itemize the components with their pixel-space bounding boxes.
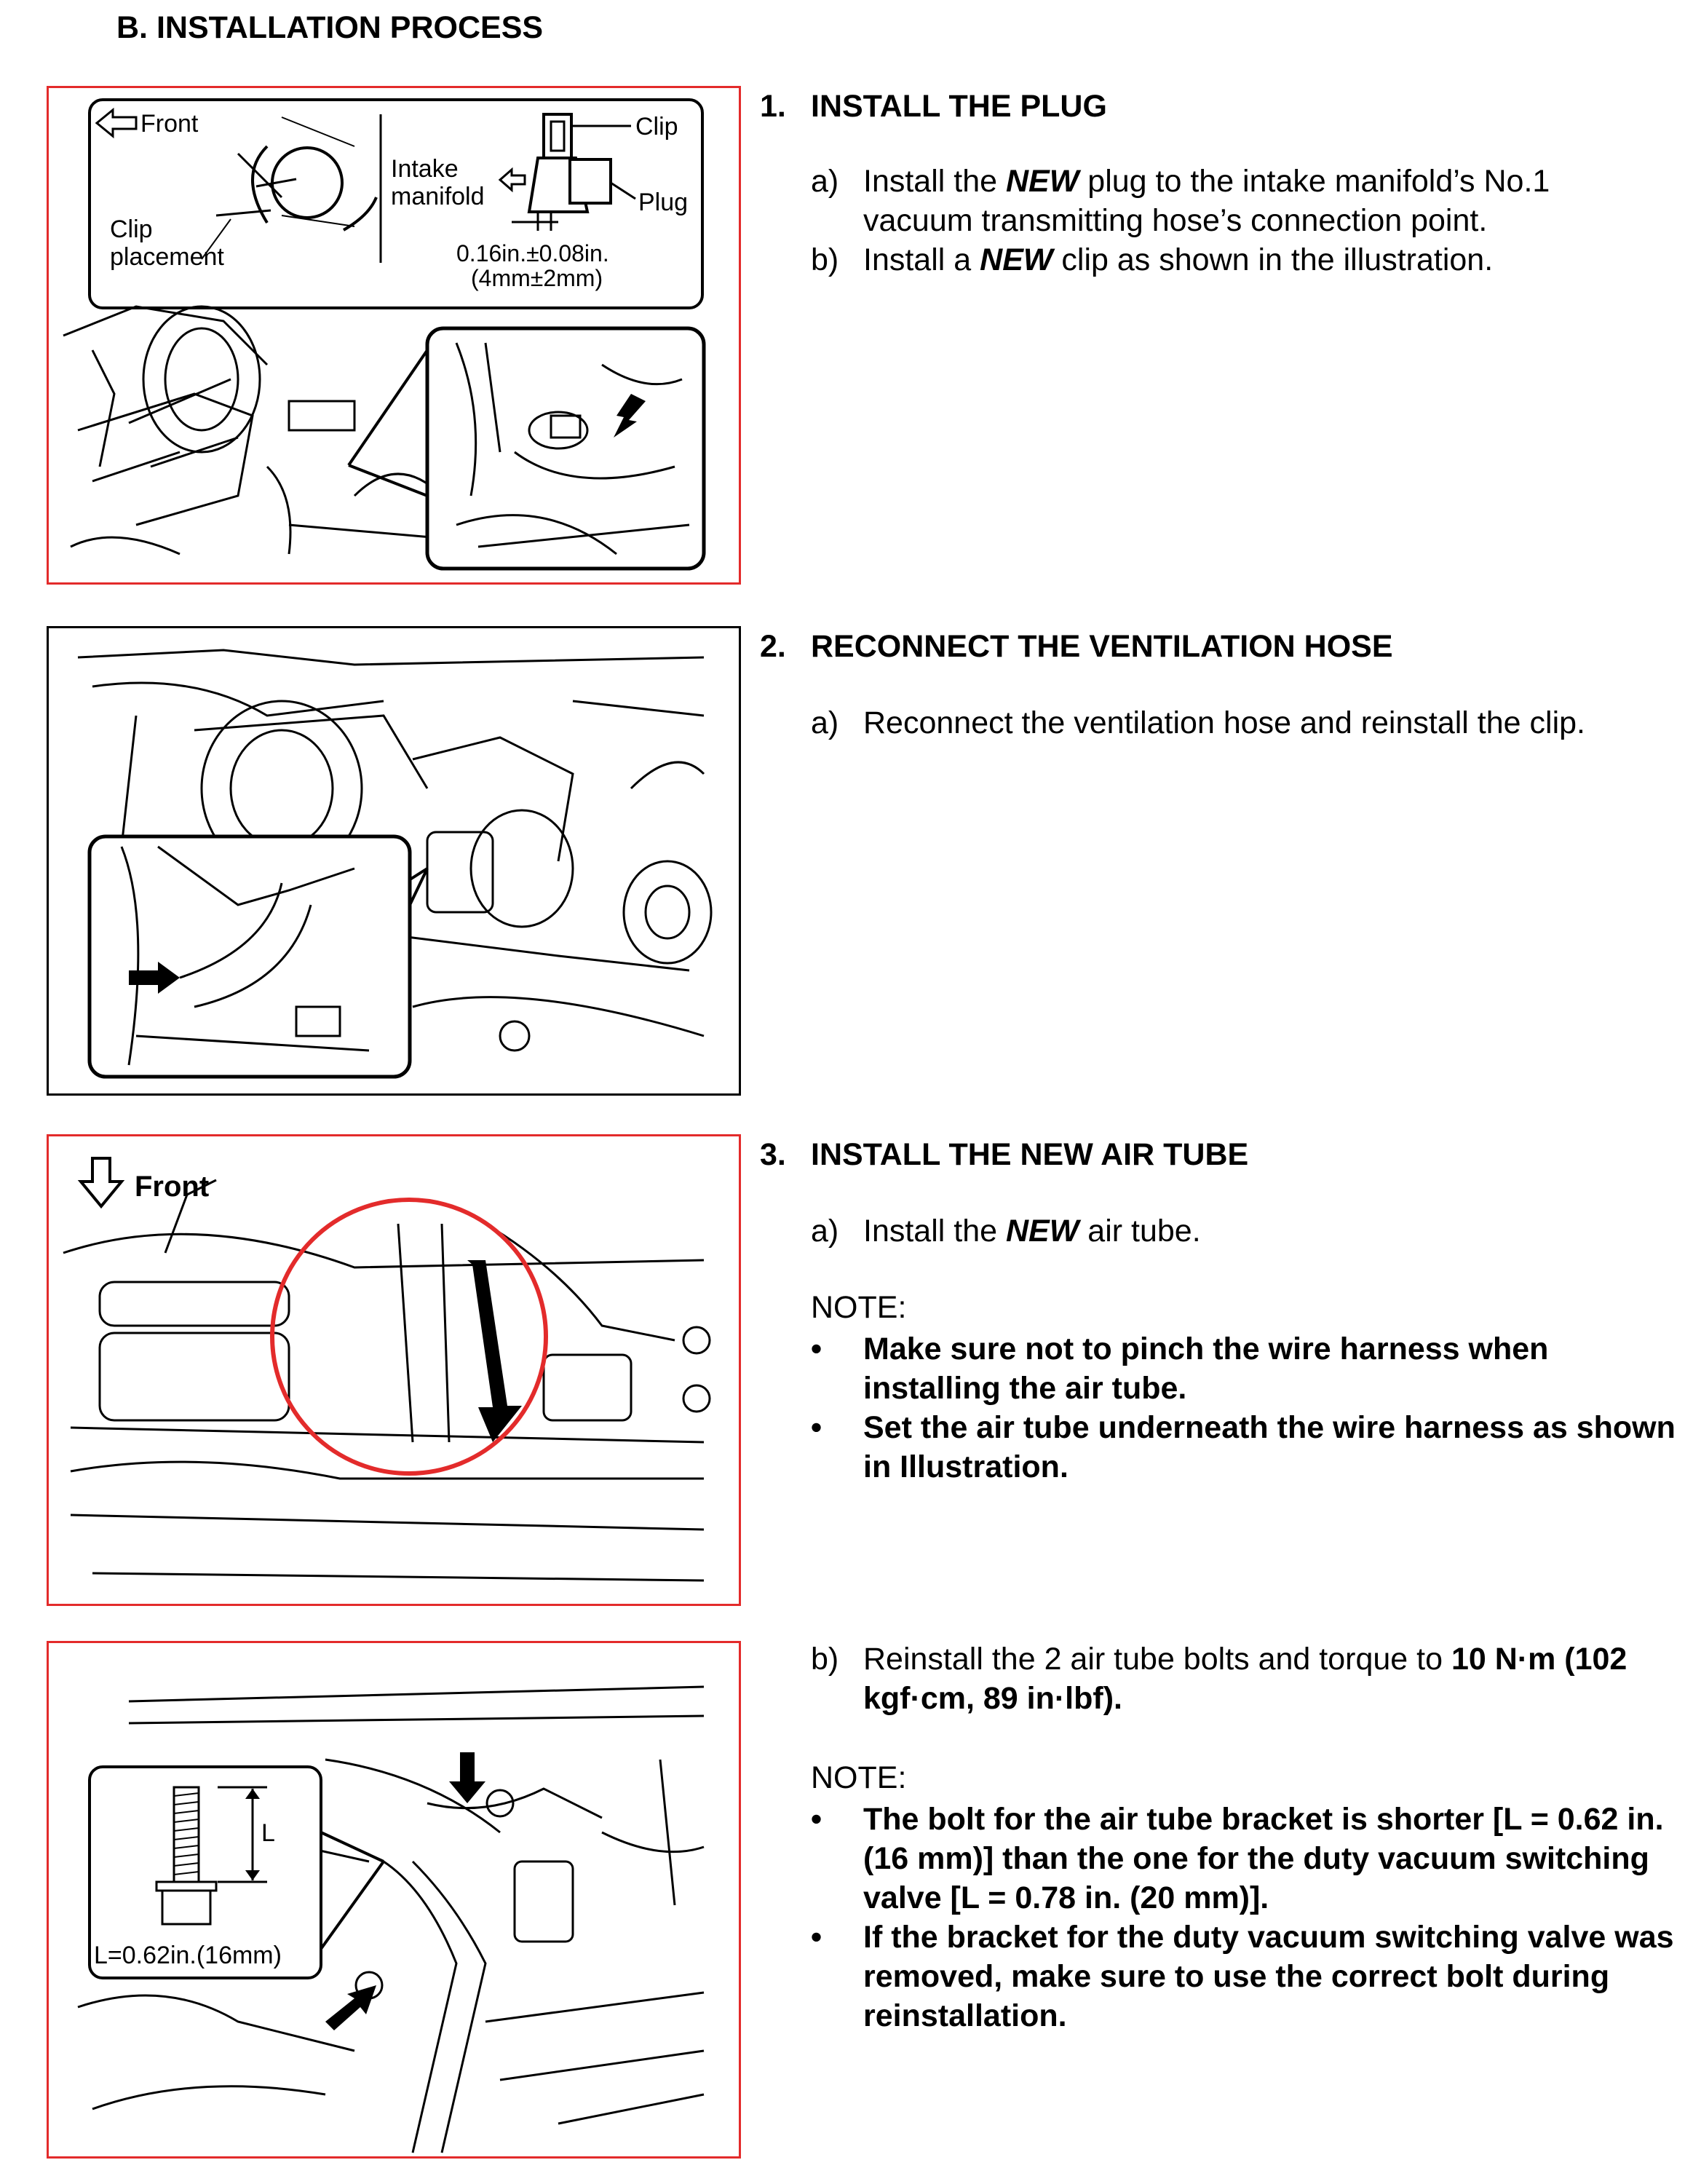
step-3b-text: Reinstall the 2 air tube bolts and torqu… [863, 1642, 1627, 1716]
step-2a-label: a) [811, 705, 839, 740]
step-3b-label: b) [811, 1642, 839, 1677]
step-2-title: RECONNECT THE VENTILATION HOSE [811, 629, 1393, 664]
front-arrow-icon [77, 1157, 125, 1209]
callout-arrow-icon [325, 1985, 376, 2030]
fig1-front-label: Front [140, 110, 199, 138]
step-1b-text: Install a NEW clip as shown in the illus… [863, 242, 1494, 277]
fig3-front-label: Front [135, 1171, 209, 1203]
fig1-intake-label: Intake [391, 155, 459, 183]
fig1-clip-callout: Clip [635, 113, 678, 141]
fig1-clip-label: Clip [110, 215, 153, 243]
step-2-number: 2. [760, 629, 786, 664]
figure-air-tube: Front [47, 1134, 741, 1606]
engine-line-art [63, 1179, 711, 1582]
step-1-number: 1. [760, 89, 786, 124]
step-3b-note-1-text: The bolt for the air tube bracket is sho… [863, 1802, 1664, 1915]
direction-arrow-icon [467, 1260, 522, 1442]
front-arrow-icon [95, 107, 138, 139]
figure-install-plug: Front Clip placement Intake manifold Cli… [47, 86, 741, 585]
step-2a: a) Reconnect the ventilation hose and re… [811, 703, 1648, 747]
step-3a-text: Install the NEW air tube. [863, 1214, 1201, 1249]
fig1-dim-label: 0.16in.±0.08in. [456, 240, 609, 266]
step-3a: a) Install the NEW air tube. [811, 1211, 1633, 1255]
svg-text:manifold: manifold [391, 183, 485, 210]
fig1-placement-label: placement [110, 243, 224, 271]
step-1b: b) Install a NEW clip as shown in the il… [811, 240, 1633, 284]
bolt-icon [155, 1786, 218, 1926]
step-3a-label: a) [811, 1214, 839, 1249]
step-1-title: INSTALL THE PLUG [811, 89, 1107, 124]
step-1a-label: a) [811, 164, 839, 199]
step-3-note-2: • Set the air tube underneath the wire h… [811, 1408, 1676, 1488]
engine-line-art [63, 305, 457, 555]
step-3-note-1: • Make sure not to pinch the wire harnes… [811, 1329, 1648, 1409]
bullet-icon: • [811, 1802, 822, 1837]
fig1-dim-mm-label: (4mm±2mm) [471, 265, 603, 291]
bullet-icon: • [811, 1920, 822, 1955]
fig1-plug-callout: Plug [638, 189, 688, 216]
step-3-note-2-text: Set the air tube underneath the wire har… [863, 1410, 1676, 1484]
step-3b-note-2: • If the bracket for the duty vacuum swi… [811, 1918, 1674, 2041]
step-3b-note-1: • The bolt for the air tube bracket is s… [811, 1800, 1664, 1923]
step-1b-label: b) [811, 242, 839, 277]
step-3b-note-heading: NOTE: [811, 1760, 907, 1795]
callout-arrow-icon [129, 962, 180, 994]
air-tube-illustration: Front [63, 1157, 711, 1582]
step-2a-text: Reconnect the ventilation hose and reins… [863, 705, 1586, 740]
engine-line-art [77, 649, 713, 1052]
callout-arrow-icon [449, 1752, 485, 1803]
step-3-title: INSTALL THE NEW AIR TUBE [811, 1137, 1249, 1172]
highlight-circle [270, 1198, 548, 1476]
step-1a-text: Install the NEW plug to the intake manif… [863, 164, 1550, 238]
air-tube-bolts-illustration: L L=0.62in.(16mm) [77, 1685, 705, 2153]
bullet-icon: • [811, 1332, 822, 1366]
figure-ventilation-hose [47, 626, 741, 1096]
callout-arrow-icon [614, 394, 646, 438]
step-3-note-1-text: Make sure not to pinch the wire harness … [863, 1332, 1549, 1406]
bullet-icon: • [811, 1410, 822, 1445]
step-1a: a) Install the NEW plug to the intake ma… [811, 162, 1633, 242]
fig4-bolt-caption: L=0.62in.(16mm) [94, 1942, 282, 1969]
step-3-number: 3. [760, 1137, 786, 1172]
fig4-length-label: L [261, 1819, 275, 1847]
step-3-note-heading: NOTE: [811, 1290, 907, 1325]
section-title: B. INSTALLATION PROCESS [116, 10, 544, 45]
ventilation-hose-illustration [77, 649, 713, 1079]
step-3b: b) Reinstall the 2 air tube bolts and to… [811, 1639, 1648, 1720]
plug-illustration: Front Clip placement Intake manifold Cli… [63, 98, 706, 571]
step-3b-note-2-text: If the bracket for the duty vacuum switc… [863, 1920, 1674, 2033]
figure-air-tube-bolts: L L=0.62in.(16mm) [47, 1641, 741, 2159]
